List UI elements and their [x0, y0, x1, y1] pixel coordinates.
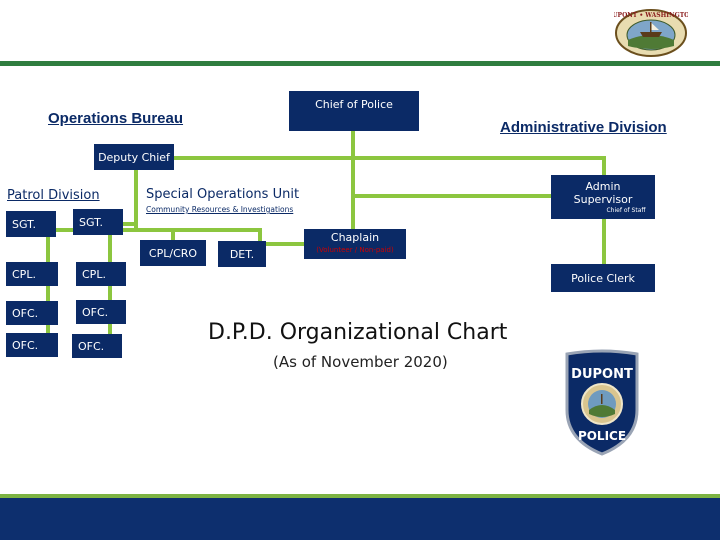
connector-chaplain [262, 242, 306, 246]
box-chief-of-police: Chief of Police [289, 91, 419, 131]
box-ofc-left-2: OFC. [6, 333, 58, 357]
footer-bar [0, 498, 720, 540]
seal-lettering: DUPONT • WASHINGTON [614, 12, 688, 19]
box-police-clerk-label: Police Clerk [571, 271, 635, 285]
police-badge-logo: DUPONT POLICE [565, 349, 639, 456]
box-police-clerk: Police Clerk [551, 264, 655, 292]
connector-sgt-right-down [108, 232, 112, 266]
box-chief-of-police-label: Chief of Police [315, 98, 393, 111]
box-ofc-right-1: OFC. [76, 300, 126, 324]
heading-operations-bureau: Operations Bureau [48, 110, 184, 127]
box-chaplain-label: Chaplain [330, 231, 380, 244]
box-ofc-right-2: OFC. [72, 334, 122, 358]
box-cpl-left-label: CPL. [12, 267, 36, 281]
connector-sgt-left-down [46, 228, 50, 266]
connector-det [258, 228, 262, 242]
box-admin-supervisor-line1: Admin [585, 179, 621, 193]
box-ofc-left-1: OFC. [6, 301, 58, 325]
box-cpl-cro: CPL/CRO [140, 240, 206, 266]
connector-admin-clerk [602, 218, 606, 264]
connector-bus-lower [48, 228, 260, 232]
box-chaplain-note: (Volunteer / Non-paid) [316, 246, 394, 254]
connector-bus-deputy [170, 156, 606, 160]
connector-deputy-down [134, 168, 138, 230]
box-cpl-right: CPL. [76, 262, 126, 286]
chart-title: D.P.D. Organizational Chart [208, 320, 508, 345]
box-ofc-left-2-label: OFC. [12, 338, 39, 352]
box-chaplain: Chaplain (Volunteer / Non-paid) [304, 229, 406, 259]
box-deputy-chief-label: Deputy Chief [98, 150, 170, 164]
box-sgt-right: SGT. [73, 209, 123, 235]
connector-cro [171, 228, 175, 242]
connector-to-admin [602, 156, 606, 178]
box-ofc-right-2-label: OFC. [78, 339, 105, 353]
box-admin-supervisor-line2: Supervisor [573, 192, 633, 206]
city-seal-logo: DUPONT • WASHINGTON [614, 9, 688, 57]
box-cpl-cro-label: CPL/CRO [148, 246, 198, 260]
badge-top-lettering: DUPONT [571, 367, 633, 382]
badge-bottom-lettering: POLICE [578, 429, 626, 443]
box-ofc-left-1-label: OFC. [12, 306, 39, 320]
heading-administrative-division: Administrative Division [500, 119, 667, 136]
box-cpl-right-label: CPL. [82, 267, 106, 281]
connector-special-ops [355, 194, 581, 198]
connector-to-chaplain [351, 160, 355, 230]
box-det-label: DET. [229, 247, 255, 261]
box-sgt-left-label: SGT. [12, 217, 37, 231]
heading-special-operations: Special Operations Unit [146, 187, 300, 202]
box-ofc-right-1-label: OFC. [82, 305, 109, 319]
box-det: DET. [218, 241, 266, 267]
connector-chief-down [351, 130, 355, 160]
header-rule [0, 61, 720, 66]
box-sgt-left: SGT. [6, 211, 56, 237]
box-admin-supervisor: Admin Supervisor Chief of Staff [551, 175, 655, 219]
box-chief-of-staff-label: Chief of Staff [606, 206, 646, 214]
footer-accent-rule [0, 494, 720, 498]
heading-special-operations-sub: Community Resources & Investigations [146, 205, 294, 214]
box-deputy-chief: Deputy Chief [94, 144, 174, 170]
box-cpl-left: CPL. [6, 262, 58, 286]
heading-patrol-division: Patrol Division [7, 188, 100, 203]
box-sgt-right-label: SGT. [79, 215, 104, 229]
chart-subtitle: (As of November 2020) [273, 353, 448, 371]
